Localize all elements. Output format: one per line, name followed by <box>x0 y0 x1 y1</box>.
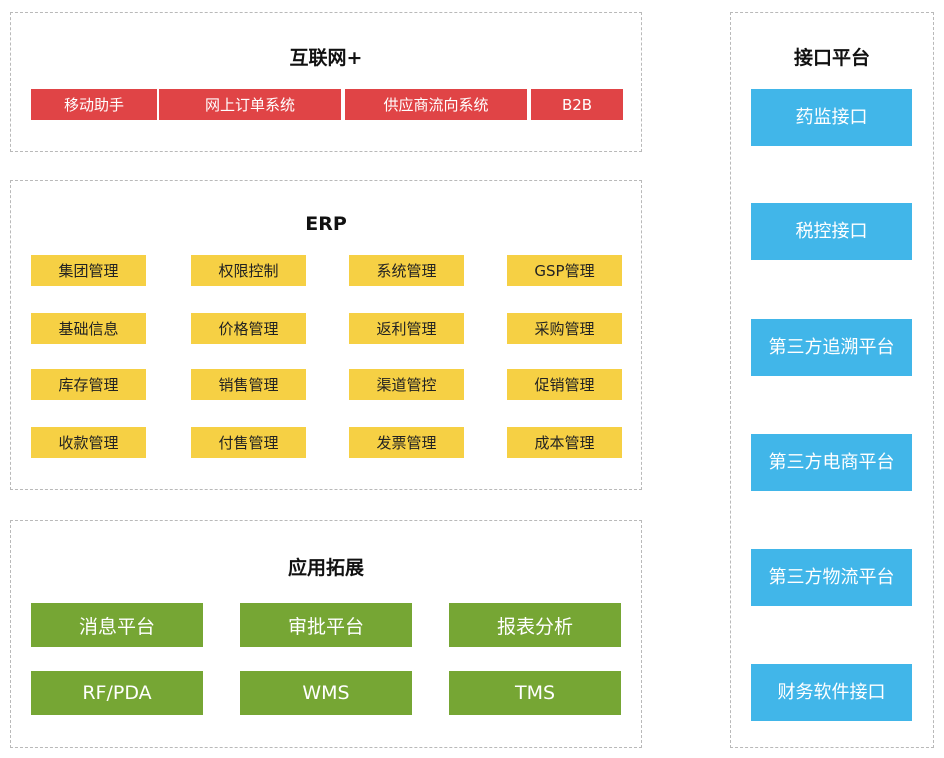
tms-box: TMS <box>449 671 621 715</box>
erp-item: 价格管理 <box>191 313 306 344</box>
erp-item: 权限控制 <box>191 255 306 286</box>
rf-pda-box: RF/PDA <box>31 671 203 715</box>
wms-box: WMS <box>240 671 412 715</box>
erp-item: 成本管理 <box>507 427 622 458</box>
report-analysis-box: 报表分析 <box>449 603 621 647</box>
internet-plus-panel: 互联网+ 移动助手 网上订单系统 供应商流向系统 B2B <box>10 12 642 152</box>
internet-plus-title: 互联网+ <box>289 47 363 69</box>
app-extension-panel: 应用拓展 消息平台 审批平台 报表分析 RF/PDA WMS TMS <box>10 520 642 748</box>
erp-item: 库存管理 <box>31 369 146 400</box>
erp-item: 付售管理 <box>191 427 306 458</box>
online-order-system-box: 网上订单系统 <box>159 89 341 120</box>
erp-item: 收款管理 <box>31 427 146 458</box>
erp-item: 发票管理 <box>349 427 464 458</box>
mobile-assistant-box: 移动助手 <box>31 89 157 120</box>
approval-platform-box: 审批平台 <box>240 603 412 647</box>
erp-item: 采购管理 <box>507 313 622 344</box>
erp-item: 返利管理 <box>349 313 464 344</box>
third-party-logistics-box: 第三方物流平台 <box>751 549 912 606</box>
erp-item: 渠道管控 <box>349 369 464 400</box>
message-platform-box: 消息平台 <box>31 603 203 647</box>
supplier-flow-system-box: 供应商流向系统 <box>345 89 527 120</box>
erp-item: 基础信息 <box>31 313 146 344</box>
erp-item: 集团管理 <box>31 255 146 286</box>
interface-platform-panel: 接口平台 药监接口 税控接口 第三方追溯平台 第三方电商平台 第三方物流平台 财… <box>730 12 934 748</box>
erp-item: 销售管理 <box>191 369 306 400</box>
erp-item: GSP管理 <box>507 255 622 286</box>
erp-item: 系统管理 <box>349 255 464 286</box>
finance-software-interface-box: 财务软件接口 <box>751 664 912 721</box>
erp-title: ERP <box>305 213 347 235</box>
tax-control-interface-box: 税控接口 <box>751 203 912 260</box>
third-party-ecommerce-box: 第三方电商平台 <box>751 434 912 491</box>
drug-supervision-interface-box: 药监接口 <box>751 89 912 146</box>
erp-panel: ERP 集团管理 权限控制 系统管理 GSP管理 基础信息 价格管理 返利管理 … <box>10 180 642 490</box>
erp-item: 促销管理 <box>507 369 622 400</box>
third-party-traceability-box: 第三方追溯平台 <box>751 319 912 376</box>
b2b-box: B2B <box>531 89 623 120</box>
app-extension-title: 应用拓展 <box>287 557 364 579</box>
interface-platform-title: 接口平台 <box>793 47 870 69</box>
